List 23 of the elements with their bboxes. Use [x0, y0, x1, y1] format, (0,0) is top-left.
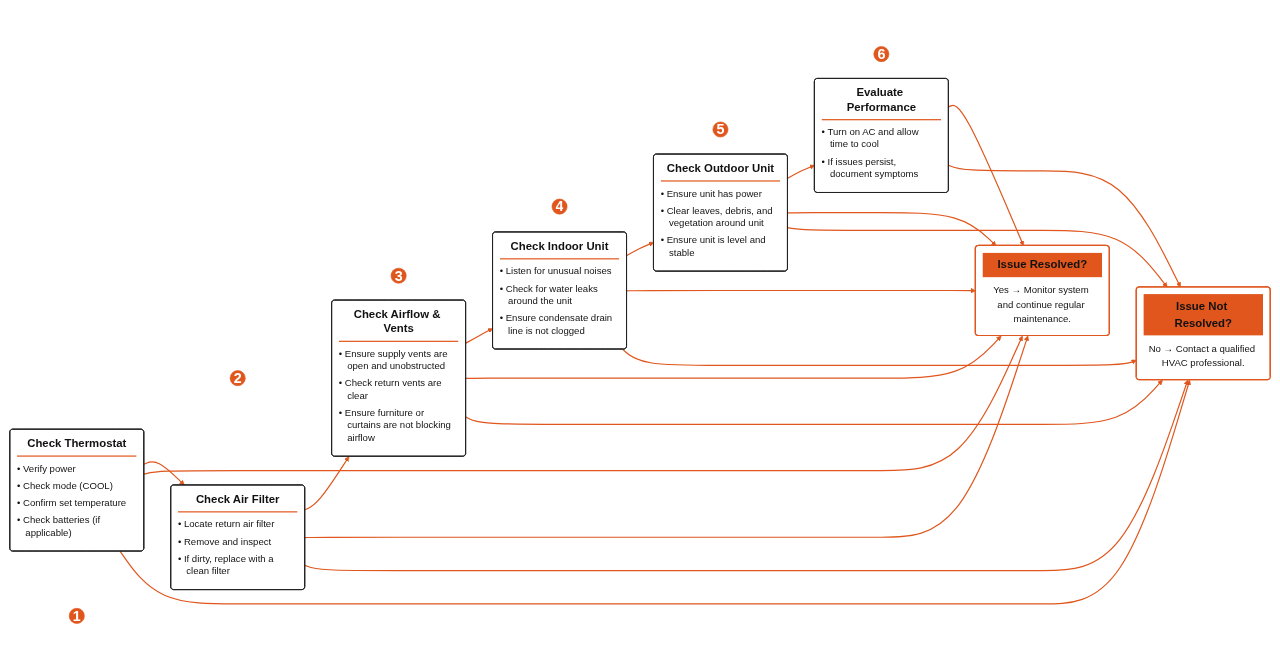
arrow	[304, 379, 1189, 572]
arrow	[622, 348, 1137, 366]
arrow	[626, 288, 976, 294]
node-circle: 2	[229, 370, 246, 387]
arrow	[304, 456, 350, 511]
node-circle: 4	[551, 198, 568, 215]
node-circle: 6	[873, 46, 890, 62]
node-circle: 3	[390, 267, 407, 284]
arrow	[143, 335, 1023, 475]
node-circle: 5	[712, 121, 729, 138]
arrow	[787, 227, 1168, 288]
arrow	[948, 104, 1025, 246]
arrow	[465, 379, 1163, 425]
arrow	[787, 164, 815, 179]
arrow	[787, 212, 997, 246]
arrow	[465, 335, 1002, 380]
arrow	[119, 379, 1191, 605]
arrow	[465, 328, 494, 344]
arrow	[143, 461, 185, 486]
arrow	[304, 335, 1029, 539]
node-circle: 1	[68, 608, 85, 624]
arrow	[948, 164, 1181, 288]
arrow	[626, 241, 654, 257]
